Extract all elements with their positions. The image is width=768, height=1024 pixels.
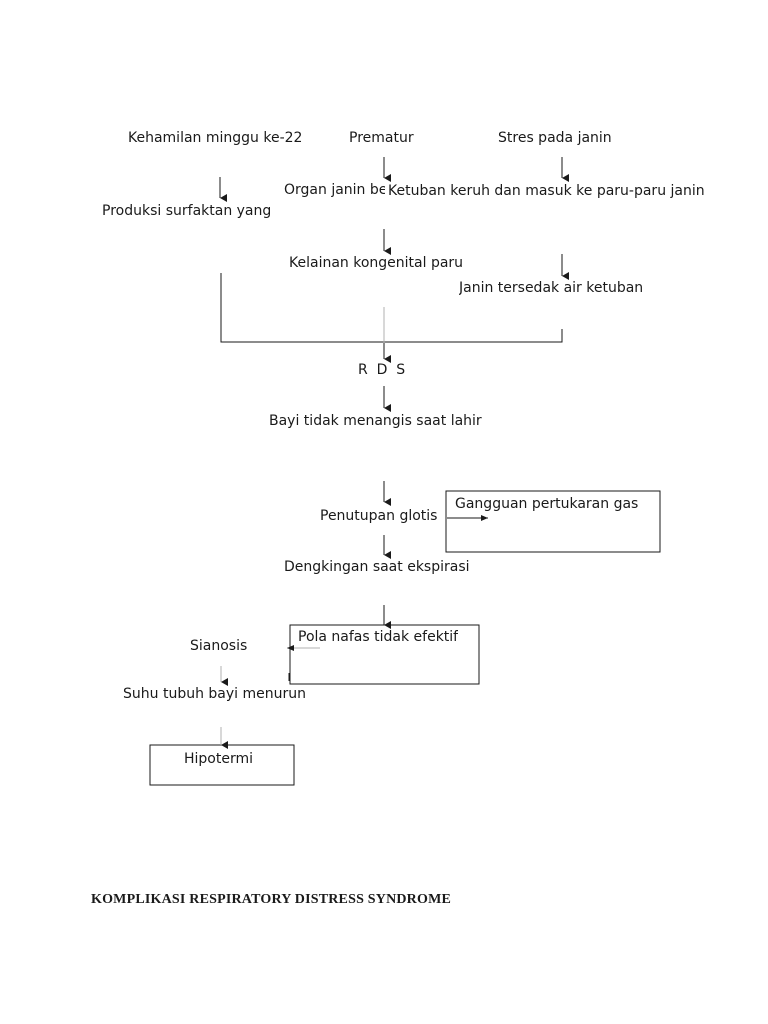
node-gangguan: Gangguan pertukaran gas — [455, 496, 639, 512]
node-hipotermi: Hipotermi — [184, 751, 254, 767]
node-bayi: Bayi tidak menangis saat lahir — [269, 413, 482, 429]
node-kelainan: Kelainan kongenital paru — [289, 255, 464, 271]
node-pola: Pola nafas tidak efektif — [298, 629, 459, 645]
node-suhu: Suhu tubuh bayi menurun — [123, 686, 306, 702]
node-organ: Organ janin belum matang — [284, 182, 385, 198]
node-penutupan: Penutupan glotis — [320, 508, 438, 524]
node-tersedak: Janin tersedak air ketuban — [459, 280, 644, 296]
gangguan-box — [445, 490, 661, 553]
node-prematur: Prematur — [349, 130, 414, 146]
node-kehamilan: Kehamilan minggu ke-22 — [128, 130, 303, 146]
merge-bracket — [220, 273, 563, 343]
node-rds: R D S — [358, 362, 406, 378]
section-heading: KOMPLIKASI RESPIRATORY DISTRESS SYNDROME — [91, 892, 452, 907]
node-produksi: Produksi surfaktan yang kurang — [102, 203, 273, 219]
node-ketuban-keruh: Ketuban keruh dan masuk ke paru-paru jan… — [388, 183, 705, 200]
node-dengkingan: Dengkingan saat ekspirasi — [284, 559, 470, 575]
node-sianosis: Sianosis — [190, 638, 248, 654]
node-stres: Stres pada janin — [498, 130, 612, 146]
